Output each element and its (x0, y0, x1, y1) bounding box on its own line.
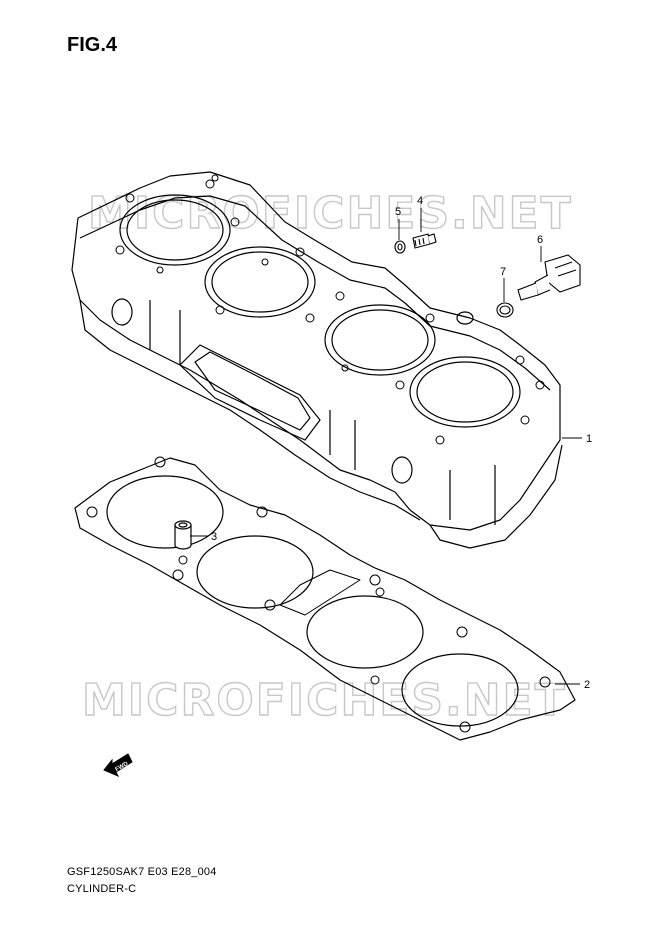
cylinder-bore-3 (324, 304, 436, 376)
callout-5: 5 (395, 206, 401, 218)
callout-7: 7 (500, 266, 506, 278)
drawing-name: CYLINDER-C (67, 883, 137, 895)
cylinder-block (71, 171, 563, 549)
deck-bolt-holes (115, 174, 545, 445)
forward-arrow-icon: FWD (103, 753, 133, 777)
watermark-top: MICROFICHES.NET (88, 188, 573, 239)
callout-6: 6 (537, 234, 543, 246)
o-ring (496, 302, 514, 318)
callout-1: 1 (586, 433, 592, 445)
dowel-pin (174, 520, 192, 550)
bolt (412, 233, 437, 249)
figure-title: FIG.4 (67, 34, 118, 56)
drawing-code: GSF1250SAK7 E03 E28_004 (67, 866, 217, 878)
callout-4: 4 (417, 195, 423, 207)
cylinder-bore-1 (119, 194, 231, 266)
callout-3: 3 (211, 531, 217, 543)
washer (394, 240, 406, 254)
cylinder-base-gasket (74, 456, 576, 741)
watermark-bottom: MICROFICHES.NET (82, 675, 567, 726)
cylinder-bore-2 (204, 246, 316, 318)
callout-leaders (190, 208, 582, 685)
temperature-sensor (517, 254, 581, 301)
callout-2: 2 (584, 679, 590, 691)
cylinder-bore-4 (409, 356, 521, 428)
